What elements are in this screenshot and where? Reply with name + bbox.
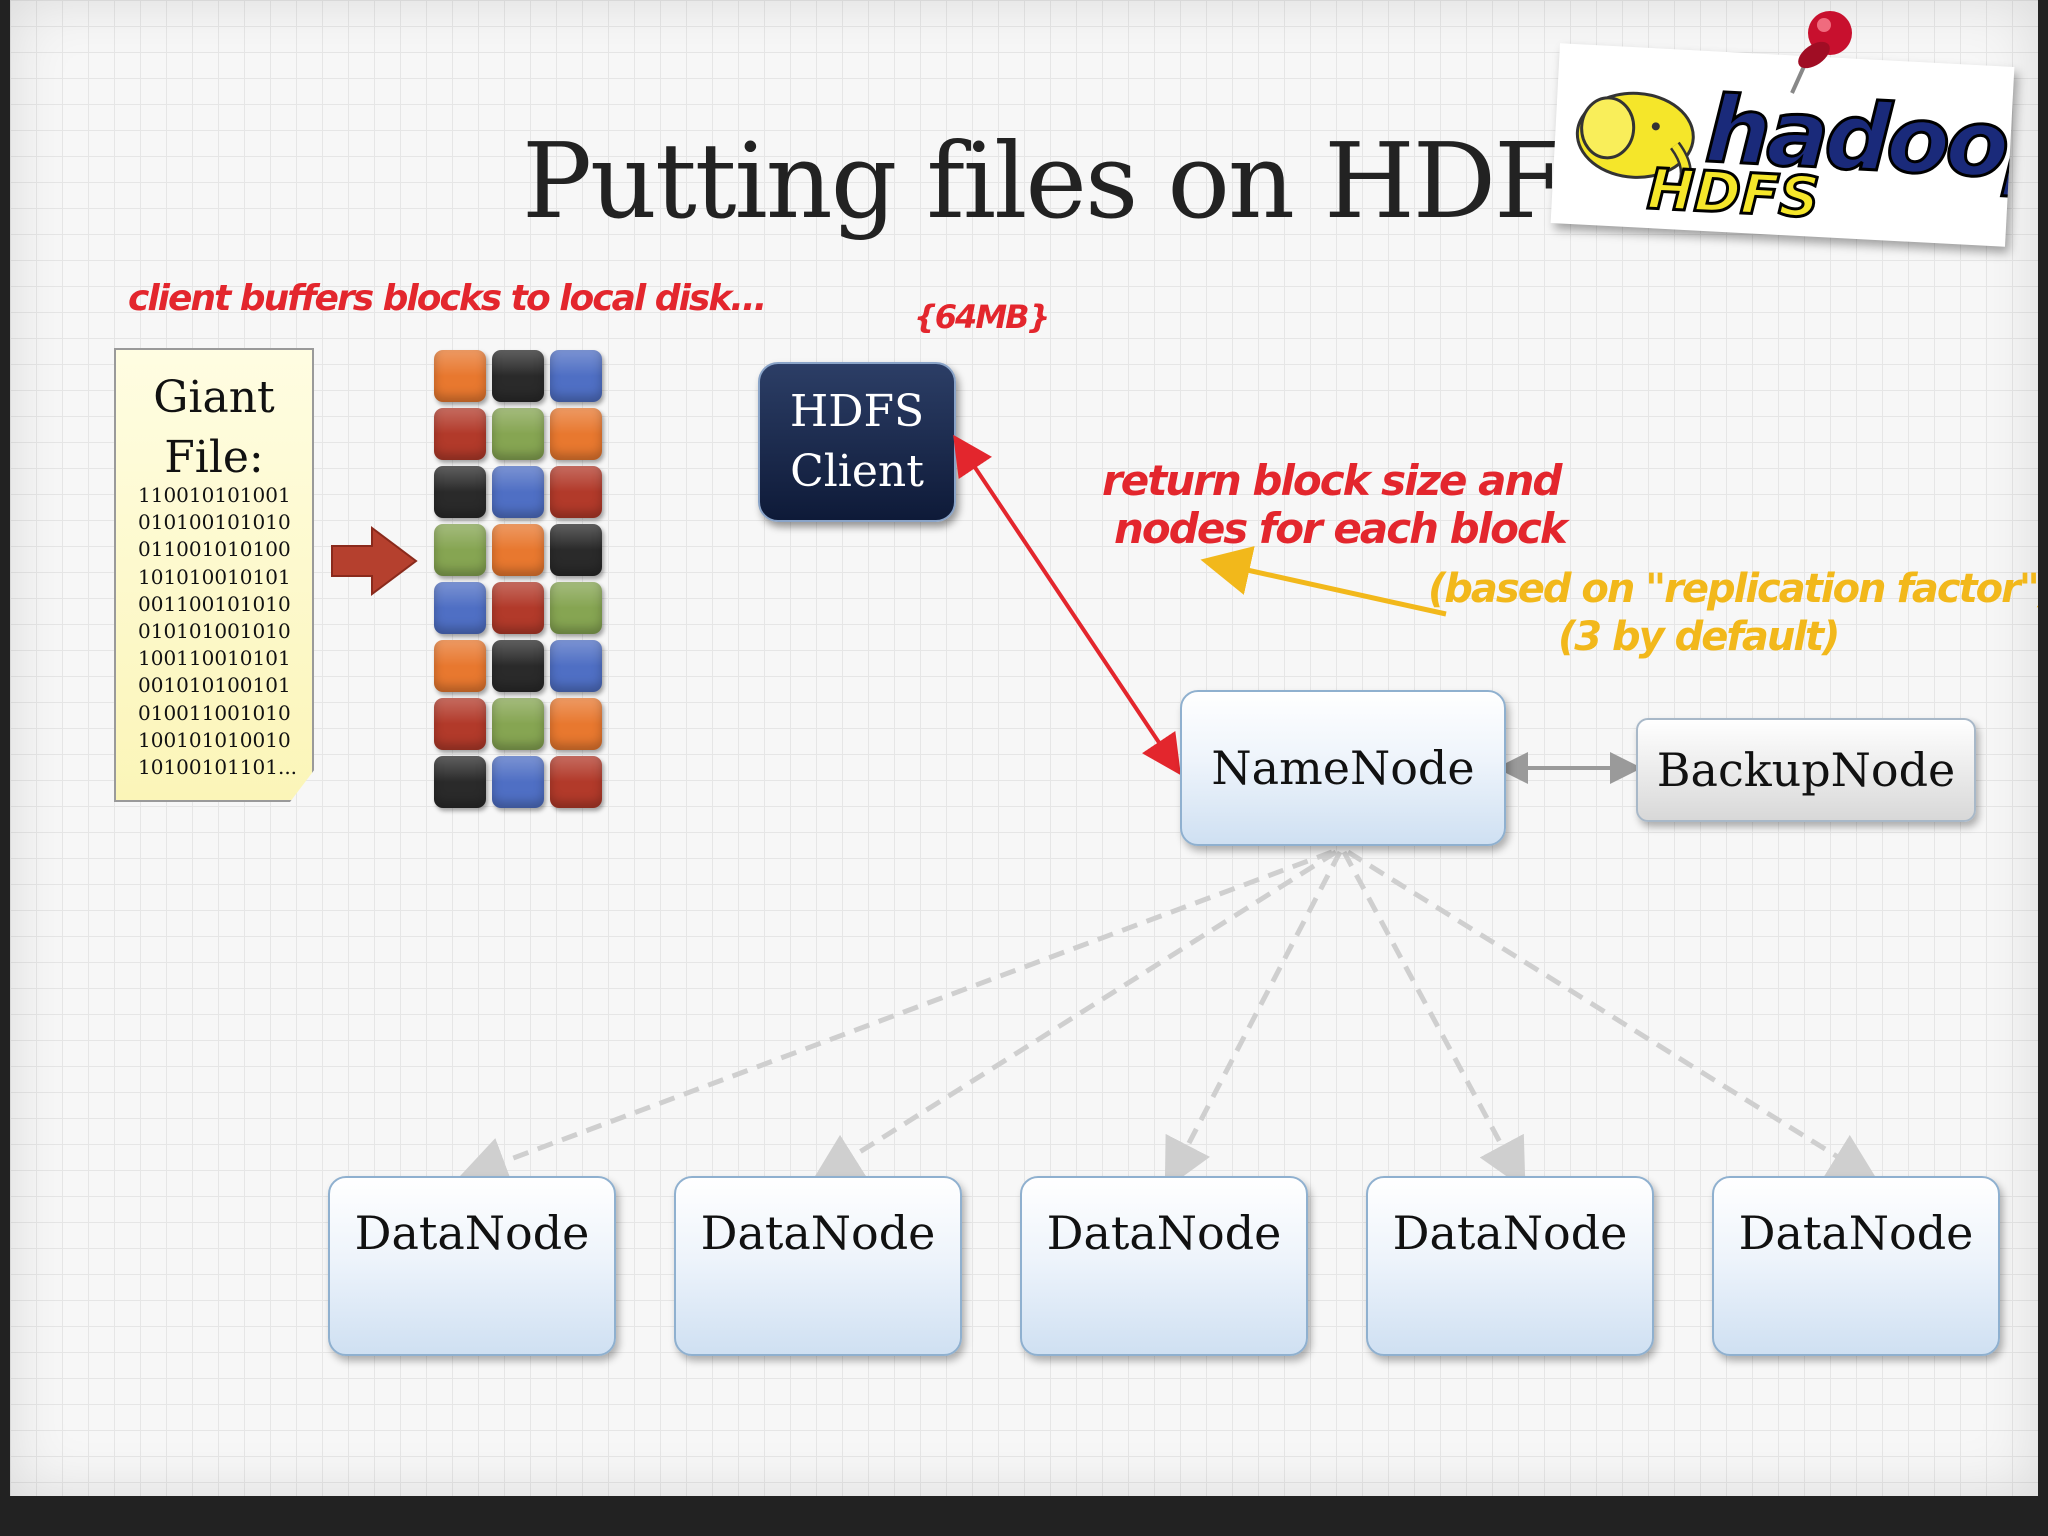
bit-row: 100110010101 bbox=[138, 646, 291, 671]
data-block bbox=[492, 640, 544, 692]
annotation-client-buffers: client buffers blocks to local disk... bbox=[128, 278, 767, 319]
bit-row: 10100101101... bbox=[138, 755, 298, 780]
data-block bbox=[434, 640, 486, 692]
datanode-2[interactable]: DataNode bbox=[674, 1176, 962, 1356]
bit-row: 110010101001 bbox=[138, 483, 291, 507]
data-block bbox=[434, 756, 486, 808]
split-arrow-icon bbox=[331, 526, 418, 596]
bit-row: 001100101010 bbox=[138, 591, 291, 616]
datanode-5[interactable]: DataNode bbox=[1712, 1176, 2000, 1356]
data-block bbox=[492, 408, 544, 460]
data-block bbox=[492, 350, 544, 402]
data-block bbox=[434, 466, 486, 518]
data-block bbox=[550, 582, 602, 634]
pushpin-icon bbox=[1790, 11, 1852, 94]
namenode-datanode-link-3 bbox=[1164, 850, 1343, 1190]
bit-row: 010101001010 bbox=[138, 619, 291, 644]
client-namenode-arrow bbox=[953, 434, 1181, 776]
data-block bbox=[434, 350, 486, 402]
namenode-datanode-link-1 bbox=[457, 849, 1333, 1185]
bit-row: 100101010010 bbox=[138, 727, 291, 752]
hdfs-client-node[interactable]: HDFS Client bbox=[758, 362, 956, 522]
data-block bbox=[550, 350, 602, 402]
namenode[interactable]: NameNode bbox=[1180, 690, 1506, 846]
datanode-3[interactable]: DataNode bbox=[1020, 1176, 1308, 1356]
namenode-datanode-link-2 bbox=[811, 849, 1338, 1183]
hadoop-hdfs-logo: hadoop HDFS bbox=[1550, 43, 2038, 247]
namenode-datanode-link-5 bbox=[1346, 849, 1879, 1183]
data-block bbox=[492, 698, 544, 750]
slide-title: Putting files on HDFS bbox=[522, 120, 1636, 242]
logo-hadoop-text: hadoop bbox=[1703, 76, 2014, 202]
data-block bbox=[550, 408, 602, 460]
logo-hdfs-text: HDFS bbox=[1646, 157, 1821, 231]
bit-row: 101010010101 bbox=[138, 564, 291, 589]
data-block bbox=[550, 698, 602, 750]
data-block bbox=[550, 466, 602, 518]
data-block bbox=[550, 640, 602, 692]
namenode-datanode-link-4 bbox=[1341, 850, 1526, 1190]
backupnode[interactable]: BackupNode bbox=[1636, 718, 1976, 822]
datanode-4[interactable]: DataNode bbox=[1366, 1176, 1654, 1356]
bit-row: 010100101010 bbox=[138, 510, 291, 535]
data-block bbox=[492, 524, 544, 576]
bit-row: 010011001010 bbox=[138, 700, 291, 725]
connector-lines bbox=[457, 434, 1879, 1190]
data-block bbox=[492, 582, 544, 634]
annotation-return-line2: nodes for each block bbox=[1114, 504, 1568, 553]
data-block bbox=[492, 756, 544, 808]
replication-arrow bbox=[1200, 546, 1447, 617]
giant-file-title-line2: File: bbox=[164, 432, 264, 483]
datanode-1[interactable]: DataNode bbox=[328, 1176, 616, 1356]
data-block bbox=[434, 524, 486, 576]
elephant-icon: hadoop HDFS bbox=[1575, 75, 2038, 232]
hdfs-client-label-line1: HDFS bbox=[789, 386, 925, 437]
annotation-block-size: {64MB} bbox=[914, 298, 1050, 336]
data-block bbox=[434, 698, 486, 750]
bit-row: 001010100101 bbox=[138, 673, 291, 698]
annotation-replication-line1: (based on "replication factor") bbox=[1428, 566, 2038, 612]
data-block bbox=[492, 466, 544, 518]
annotation-replication-line2: (3 by default) bbox=[1558, 614, 1840, 660]
data-block bbox=[434, 408, 486, 460]
giant-file-bits: 110010101001 010100101010 011001010100 1… bbox=[138, 482, 297, 781]
giant-file-title-line1: Giant bbox=[153, 372, 275, 423]
data-block bbox=[434, 582, 486, 634]
bit-row: 011001010100 bbox=[138, 537, 291, 562]
data-block bbox=[550, 524, 602, 576]
hdfs-client-label-line2: Client bbox=[790, 446, 924, 497]
slide: Putting files on HDFS hadoop HDFS client… bbox=[10, 0, 2038, 1496]
giant-file-document: Giant File: 110010101001 010100101010 01… bbox=[114, 348, 314, 802]
data-block bbox=[550, 756, 602, 808]
